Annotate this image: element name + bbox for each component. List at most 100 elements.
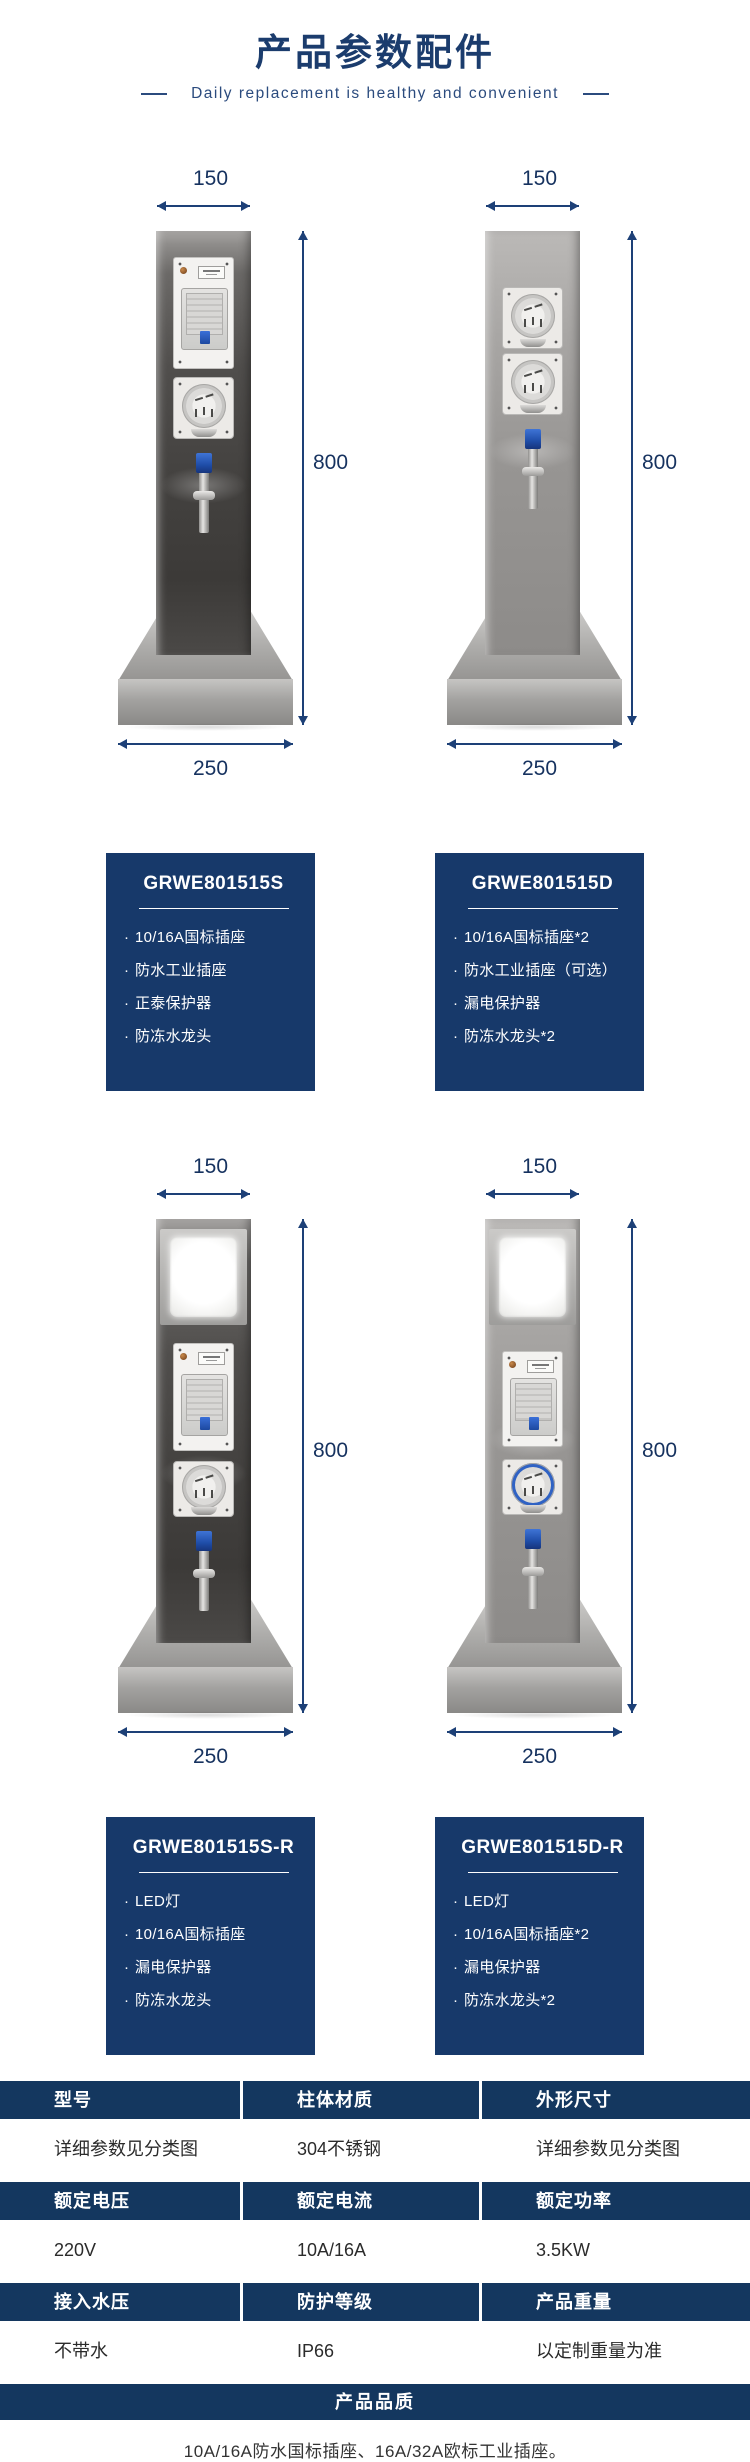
spec-value-cell: 220V xyxy=(0,2220,240,2280)
width-dimension-arrow xyxy=(486,201,579,211)
feature-item: 10/16A国标插座*2 xyxy=(453,921,632,954)
pedestal-base xyxy=(447,1591,622,1719)
spec-value-cell: 3.5KW xyxy=(482,2220,750,2280)
model-name: GRWE801515S xyxy=(143,873,284,894)
model-cards-row-2: GRWE801515S-R LED灯 10/16A国标插座 漏电保护器 防冻水龙… xyxy=(0,1817,750,2055)
label-plate xyxy=(198,266,225,279)
height-dimension-arrow xyxy=(627,231,637,725)
product-figures-row-1: 150 800 250 xyxy=(0,159,750,789)
feature-item: LED灯 xyxy=(124,1885,303,1918)
width-dimension-label: 150 xyxy=(192,167,229,190)
breaker-switch xyxy=(200,1417,210,1430)
model-cards-row-1: GRWE801515S 10/16A国标插座 防水工业插座 正泰保护器 防冻水龙… xyxy=(0,853,750,1091)
spec-header-cell: 额定电流 xyxy=(243,2182,479,2220)
feature-item: 防冻水龙头*2 xyxy=(453,1020,632,1053)
height-dimension-label: 800 xyxy=(313,451,349,474)
power-socket-lower xyxy=(502,353,563,415)
spec-table: 型号 柱体材质 外形尺寸 详细参数见分类图 304不锈钢 详细参数见分类图 额定… xyxy=(0,2081,750,2462)
indicator-light xyxy=(509,1361,516,1368)
height-dimension-label: 800 xyxy=(642,1439,678,1462)
label-plate xyxy=(527,1360,554,1373)
width-dimension-label: 150 xyxy=(521,1155,558,1178)
faucet-valve xyxy=(524,429,541,449)
product-figure-grwe801515s: 150 800 250 xyxy=(106,159,348,789)
subtitle-row: Daily replacement is healthy and conveni… xyxy=(0,85,750,103)
height-dimension-label: 800 xyxy=(313,1439,349,1462)
spec-header-cell: 柱体材质 xyxy=(243,2081,479,2119)
feature-item: 10/16A国标插座 xyxy=(124,921,303,954)
faucet-spout xyxy=(527,447,538,509)
pedestal-base-skirt xyxy=(118,679,293,725)
base-dimension-arrow xyxy=(118,1727,293,1737)
feature-item: LED灯 xyxy=(453,1885,632,1918)
height-dimension-arrow xyxy=(627,1219,637,1713)
feature-item: 防冻水龙头*2 xyxy=(453,1984,632,2017)
faucet-collar xyxy=(192,1569,215,1578)
circuit-breaker xyxy=(181,288,228,350)
subtitle-left-dash xyxy=(141,93,168,95)
feature-item: 防水工业插座 xyxy=(124,954,303,987)
width-dimension-arrow xyxy=(486,1189,579,1199)
spec-value-cell: IP66 xyxy=(243,2321,479,2381)
faucet xyxy=(520,1529,546,1617)
circuit-breaker xyxy=(181,1374,228,1436)
base-dimension-arrow xyxy=(447,1727,622,1737)
page-header: 产品参数配件 Daily replacement is healthy and … xyxy=(0,0,750,103)
spec-header-cell: 接入水压 xyxy=(0,2283,240,2321)
power-socket-upper xyxy=(502,287,563,349)
spec-header-row-2: 额定电压 额定电流 额定功率 xyxy=(0,2182,750,2220)
feature-item: 10/16A国标插座*2 xyxy=(453,1918,632,1951)
subtitle-right-dash xyxy=(582,93,609,95)
feature-item: 防冻水龙头 xyxy=(124,1020,303,1053)
circuit-breaker xyxy=(510,1378,557,1436)
card-divider xyxy=(467,908,618,909)
pedestal-base-skirt xyxy=(447,679,622,725)
faucet-valve xyxy=(195,1531,212,1551)
height-dimension-arrow xyxy=(298,231,308,725)
feature-item: 漏电保护器 xyxy=(453,987,632,1020)
socket-face xyxy=(510,294,555,339)
page-title: 产品参数配件 xyxy=(255,32,495,73)
spec-value-row-2: 220V 10A/16A 3.5KW xyxy=(0,2220,750,2280)
spec-value-cell: 以定制重量为准 xyxy=(482,2321,750,2381)
faucet xyxy=(191,1531,217,1619)
control-panel xyxy=(502,1351,563,1447)
base-dimension-arrow xyxy=(118,739,293,749)
width-dimension-arrow xyxy=(157,201,250,211)
faucet-collar xyxy=(521,1567,544,1576)
card-divider xyxy=(467,1872,618,1873)
spec-value-cell: 10A/16A xyxy=(243,2220,479,2280)
faucet-collar xyxy=(192,491,215,500)
height-dimension-arrow xyxy=(298,1219,308,1713)
pedestal-base-skirt xyxy=(447,1667,622,1713)
breaker-switch xyxy=(200,331,210,344)
faucet-spout xyxy=(198,471,209,533)
spec-header-cell: 型号 xyxy=(0,2081,240,2119)
breaker-switch xyxy=(529,1417,539,1430)
spec-value-cell: 304不锈钢 xyxy=(243,2119,479,2179)
power-socket xyxy=(173,1461,234,1517)
spec-header-cell: 外形尺寸 xyxy=(482,2081,750,2119)
socket-face xyxy=(510,360,555,405)
indicator-light xyxy=(180,1353,187,1360)
spec-value-row-3: 不带水 IP66 以定制重量为准 xyxy=(0,2321,750,2381)
spec-header-cell: 防护等级 xyxy=(243,2283,479,2321)
led-lamp-frame xyxy=(160,1229,247,1325)
label-plate xyxy=(198,1352,225,1365)
width-dimension-label: 150 xyxy=(521,167,558,190)
model-card-grwe801515d: GRWE801515D 10/16A国标插座*2 防水工业插座（可选） 漏电保护… xyxy=(435,853,644,1091)
faucet-valve xyxy=(195,453,212,473)
control-panel xyxy=(173,1343,234,1451)
product-figure-grwe801515d-r: 150 xyxy=(435,1147,677,1777)
faucet-valve xyxy=(524,1529,541,1549)
width-dimension-label: 150 xyxy=(192,1155,229,1178)
base-dimension-label: 250 xyxy=(521,1745,558,1768)
led-lamp-glass xyxy=(499,1237,566,1317)
column-body xyxy=(156,1219,251,1643)
model-card-grwe801515s: GRWE801515S 10/16A国标插座 防水工业插座 正泰保护器 防冻水龙… xyxy=(106,853,315,1091)
faucet xyxy=(191,453,217,541)
led-lamp-glass xyxy=(170,1237,237,1317)
feature-item: 10/16A国标插座 xyxy=(124,1918,303,1951)
pedestal-base xyxy=(118,603,293,731)
spec-header-row-1: 型号 柱体材质 外形尺寸 xyxy=(0,2081,750,2119)
